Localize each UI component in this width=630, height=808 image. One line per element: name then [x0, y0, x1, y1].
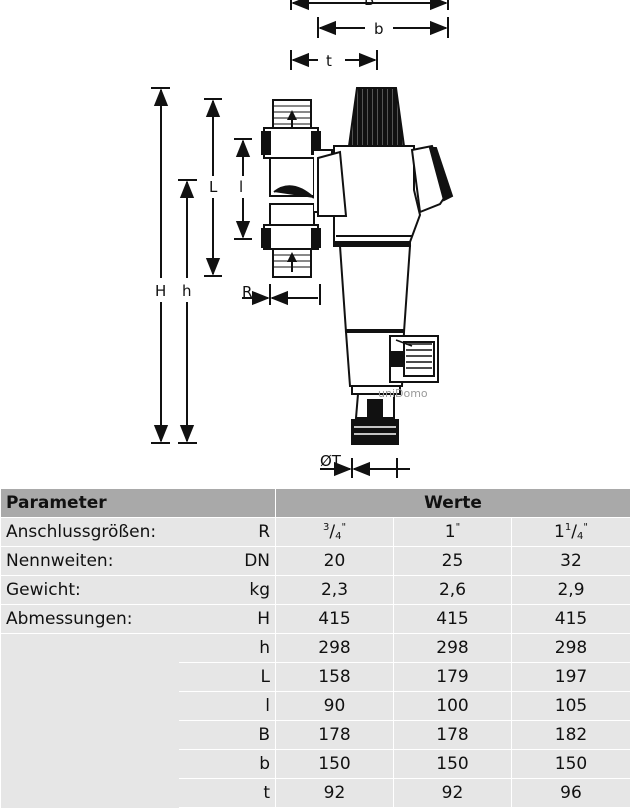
row-label: Abmessungen:	[1, 605, 179, 634]
table-cell: 298	[394, 634, 512, 663]
table-cell: 298	[512, 634, 630, 663]
drain-outlet	[352, 394, 398, 444]
table-cell: 150	[512, 750, 630, 779]
dim-R: R	[242, 283, 320, 305]
label-h: h	[182, 282, 192, 300]
dim-L: L	[204, 99, 222, 276]
parameter-table-container: Parameter Werte Anschlussgrößen: R 3/4" …	[0, 488, 630, 800]
table-cell: 415	[276, 605, 394, 634]
table-row: Nennweiten: DN 20 25 32	[1, 547, 630, 576]
table-row: h 298 298 298	[1, 634, 630, 663]
table-cell: 158	[276, 663, 394, 692]
table-cell: 298	[276, 634, 394, 663]
row-label	[1, 721, 179, 750]
label-t: t	[326, 52, 332, 70]
header-parameter: Parameter	[1, 489, 276, 518]
table-row: l 90 100 105	[1, 692, 630, 721]
row-label	[1, 779, 179, 808]
dim-t: t	[291, 50, 377, 70]
drain-valve	[390, 336, 438, 382]
dim-b: b	[318, 17, 448, 38]
table-cell: 2,3	[276, 576, 394, 605]
table-cell: 90	[276, 692, 394, 721]
table-cell: 96	[512, 779, 630, 808]
row-label	[1, 750, 179, 779]
table-cell: 92	[276, 779, 394, 808]
row-symbol: kg	[179, 576, 276, 605]
filter-head	[318, 146, 452, 246]
table-cell: 2,6	[394, 576, 512, 605]
label-l: l	[239, 178, 243, 196]
row-label: Anschlussgrößen:	[1, 518, 179, 547]
watermark: uniDomo	[378, 387, 428, 400]
table-row-connection-size: Anschlussgrößen: R 3/4" 1" 11/4"	[1, 518, 630, 547]
table-cell: 105	[512, 692, 630, 721]
table-row: L 158 179 197	[1, 663, 630, 692]
row-label: Gewicht:	[1, 576, 179, 605]
table-cell: 1"	[394, 518, 512, 547]
row-symbol: h	[179, 634, 276, 663]
knurled-cap	[349, 88, 404, 146]
row-symbol: H	[179, 605, 276, 634]
table-cell: 2,9	[512, 576, 630, 605]
row-label	[1, 634, 179, 663]
table-row: t 92 92 96	[1, 779, 630, 808]
table-cell: 150	[276, 750, 394, 779]
table-cell: 25	[394, 547, 512, 576]
table-cell: 20	[276, 547, 394, 576]
row-label	[1, 663, 179, 692]
table-cell: 197	[512, 663, 630, 692]
dim-l: l	[234, 139, 252, 239]
table-cell: 11/4"	[512, 518, 630, 547]
dim-OT: ØT	[320, 452, 410, 478]
dimension-drawing: B b t H h L	[0, 0, 630, 488]
label-b: b	[374, 20, 384, 38]
dim-H: H	[151, 88, 170, 443]
table-cell: 150	[394, 750, 512, 779]
row-label: Nennweiten:	[1, 547, 179, 576]
label-OT: ØT	[320, 452, 342, 470]
table-cell: 178	[394, 721, 512, 750]
table-cell: 32	[512, 547, 630, 576]
table-row: Gewicht: kg 2,3 2,6 2,9	[1, 576, 630, 605]
row-symbol: DN	[179, 547, 276, 576]
row-label	[1, 692, 179, 721]
table-cell: 92	[394, 779, 512, 808]
table-cell: 415	[394, 605, 512, 634]
table-cell: 100	[394, 692, 512, 721]
label-L: L	[209, 178, 218, 196]
table-row: Abmessungen: H 415 415 415	[1, 605, 630, 634]
row-symbol: B	[179, 721, 276, 750]
table-cell: 3/4"	[276, 518, 394, 547]
parameter-table: Parameter Werte Anschlussgrößen: R 3/4" …	[0, 488, 630, 808]
table-cell: 178	[276, 721, 394, 750]
table-row: B 178 178 182	[1, 721, 630, 750]
table-cell: 179	[394, 663, 512, 692]
label-B: B	[364, 0, 374, 9]
row-symbol: R	[179, 518, 276, 547]
label-H: H	[155, 282, 166, 300]
row-symbol: l	[179, 692, 276, 721]
row-symbol: b	[179, 750, 276, 779]
header-werte: Werte	[276, 489, 630, 518]
dim-h: h	[178, 180, 197, 443]
row-symbol: L	[179, 663, 276, 692]
table-cell: 415	[512, 605, 630, 634]
row-symbol: t	[179, 779, 276, 808]
table-row: b 150 150 150	[1, 750, 630, 779]
table-header-row: Parameter Werte	[1, 489, 630, 518]
dim-B: B	[291, 0, 448, 10]
table-cell: 182	[512, 721, 630, 750]
